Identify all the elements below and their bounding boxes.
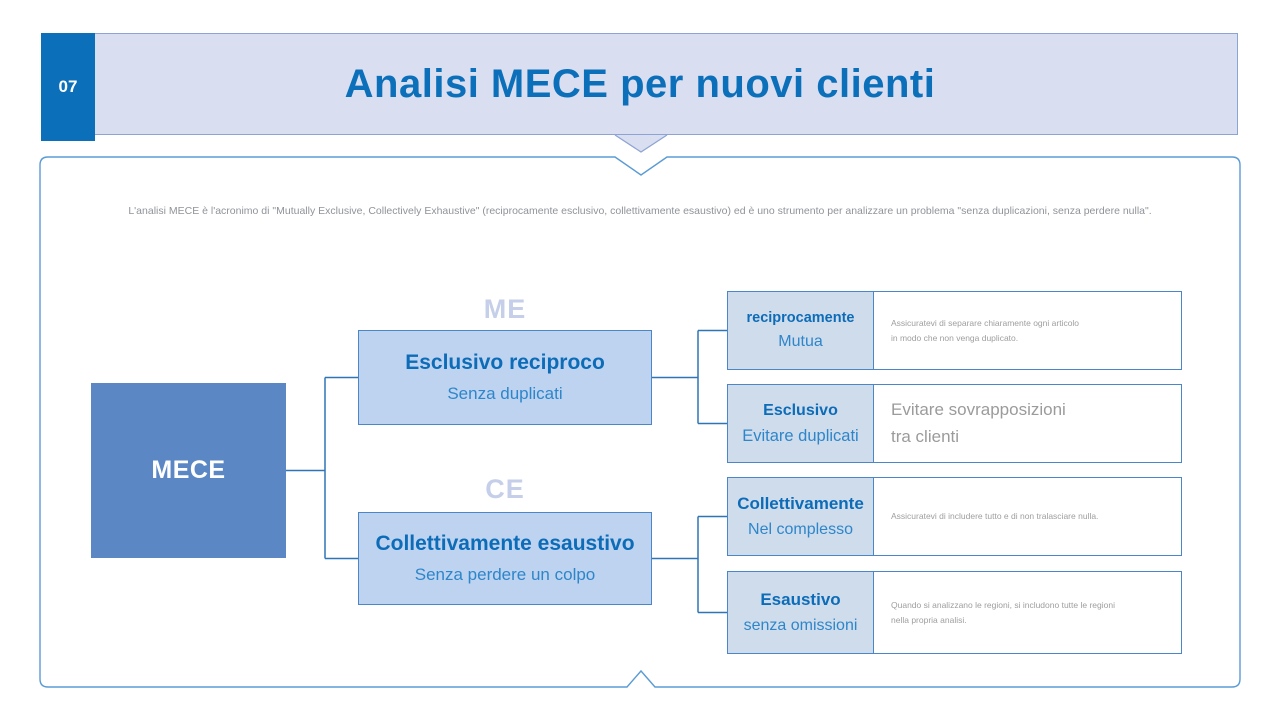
slide-title: Analisi MECE per nuovi clienti xyxy=(344,61,936,106)
leaf-description: Assicuratevi di separare chiaramente ogn… xyxy=(891,317,1080,343)
root-node: MECE xyxy=(91,383,286,558)
banner-chevron-tab xyxy=(615,135,667,152)
leaf-title: Esclusivo xyxy=(763,401,838,419)
branch-subtitle: Senza duplicati xyxy=(447,384,563,403)
leaf-title: Esaustivo xyxy=(760,590,841,609)
page-number-box: 07 xyxy=(41,33,95,141)
leaf-description-box: Assicuratevi di separare chiaramente ogn… xyxy=(873,291,1182,370)
branch-title: Collettivamente esaustivo xyxy=(375,532,635,555)
leaf-node-collettivamente: Collettivamente Nel complesso xyxy=(727,477,874,556)
leaf-description-box: Evitare sovrapposizioni tra clienti xyxy=(873,384,1182,463)
leaf-node-esclusivo: Esclusivo Evitare duplicati xyxy=(727,384,874,463)
branch-tag-ce: CE xyxy=(485,474,525,504)
leaf-description-box: Assicuratevi di includere tutto e di non… xyxy=(873,477,1182,556)
leaf-subtitle: senza omissioni xyxy=(743,617,858,634)
branch-title: Esclusivo reciproco xyxy=(405,351,605,374)
branch-subtitle: Senza perdere un colpo xyxy=(414,565,596,584)
leaf-title: reciprocamente xyxy=(746,310,855,326)
leaf-node-reciprocamente: reciprocamente Mutua xyxy=(727,291,874,370)
title-banner: Analisi MECE per nuovi clienti xyxy=(95,33,1238,135)
leaf-description-box: Quando si analizzano le regioni, si incl… xyxy=(873,571,1182,654)
leaf-description: Quando si analizzano le regioni, si incl… xyxy=(891,599,1115,625)
leaf-description: Evitare sovrapposizioni tra clienti xyxy=(891,400,1066,446)
leaf-subtitle: Mutua xyxy=(778,333,823,350)
branch-node-me: Esclusivo reciproco Senza duplicati xyxy=(358,330,652,425)
leaf-description: Assicuratevi di includere tutto e di non… xyxy=(891,511,1099,522)
leaf-title: Collettivamente xyxy=(737,494,864,513)
page-number: 07 xyxy=(58,77,78,96)
branch-tag-me: ME xyxy=(483,294,527,324)
leaf-subtitle: Evitare duplicati xyxy=(742,426,859,445)
leaf-node-esaustivo: Esaustivo senza omissioni xyxy=(727,571,874,654)
intro-text: L'analisi MECE è l'acronimo di "Mutually… xyxy=(128,205,1152,217)
leaf-subtitle: Nel complesso xyxy=(748,521,853,538)
branch-node-ce: Collettivamente esaustivo Senza perdere … xyxy=(358,512,652,605)
root-label: MECE xyxy=(151,456,226,484)
